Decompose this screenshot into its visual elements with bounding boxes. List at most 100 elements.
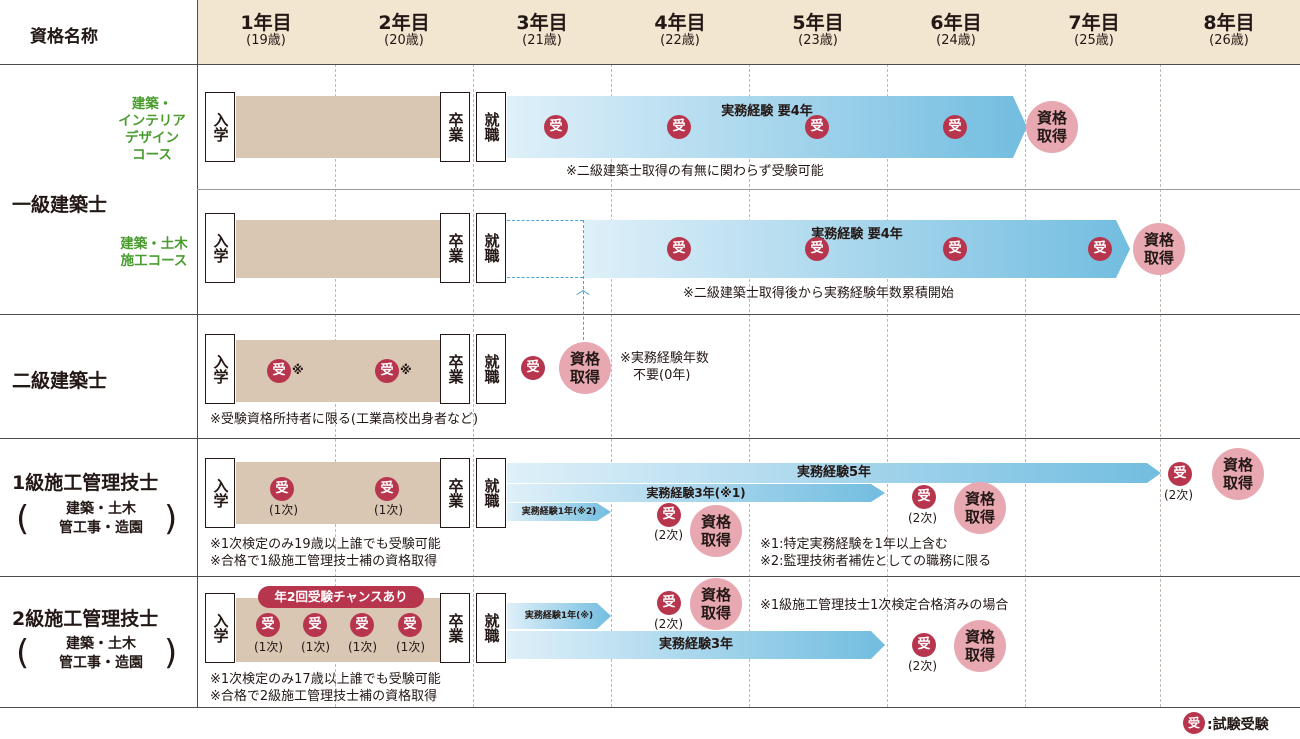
experience-arrow: 実務経験 要4年: [507, 96, 1027, 158]
graduate-box: 卒業: [440, 458, 470, 528]
exam-mark: 受: [657, 591, 681, 615]
row-divider: [0, 438, 1300, 439]
year-header-5: 5年目(23歳): [792, 12, 844, 48]
exam-mark: 受: [1168, 462, 1192, 486]
stage-label: (2次): [908, 511, 937, 525]
employ-box: 就職: [476, 213, 506, 283]
row-divider: [0, 707, 1300, 708]
exam-mark: 受: [398, 613, 422, 637]
stage-label: (1次): [374, 503, 403, 517]
note: ※受験資格所持者に限る(工業高校出身者など): [210, 412, 479, 427]
legend-exam-mark: 受: [1183, 712, 1205, 734]
header-band: [197, 0, 1300, 64]
row-divider: [0, 64, 1300, 65]
row-divider: [0, 576, 1300, 577]
legend-text: :試験受験: [1207, 717, 1269, 733]
experience-arrow: 実務経験1年(※): [507, 603, 611, 629]
exam-mark: 受: [943, 237, 967, 261]
section-title-ikkyu: 一級建築士: [12, 194, 108, 216]
exam-mark: 受: [667, 237, 691, 261]
exam-mark: 受: [657, 503, 681, 527]
section-title-sekou2: 2級施工管理技士: [12, 608, 159, 630]
sub-row-divider: [197, 189, 1300, 190]
dashed-connector: [507, 220, 583, 278]
experience-arrow: 実務経験5年: [507, 463, 1161, 483]
year-header-2: 2年目(20歳): [378, 12, 430, 48]
note: ※実務経験年数 不要(0年): [620, 351, 709, 383]
note: ※1:特定実務経験を1年以上含む ※2:監理技術者補佐としての職務に限る: [760, 537, 992, 569]
exam-mark: 受: [805, 115, 829, 139]
exam-mark: 受: [1088, 237, 1112, 261]
enter-box: 入学: [205, 593, 235, 663]
paren-close: ): [164, 499, 178, 539]
year-gridline: [1160, 64, 1161, 707]
section-title-sekou1: 1級施工管理技士: [12, 472, 159, 494]
note: ※二級建築士取得後から実務経験年数累積開始: [683, 286, 954, 301]
note: ※1次検定のみ17歳以上誰でも受験可能 ※合格で2級施工管理技士補の資格取得: [210, 672, 441, 704]
exam-mark: 受: [667, 115, 691, 139]
section-subtitle: 建築・土木 管工事・造園: [59, 636, 143, 671]
experience-label: 実務経験 要4年: [721, 104, 813, 119]
school-period-bar: [236, 220, 440, 278]
course-label-design: 建築・ インテリア デザイン コース: [118, 96, 186, 163]
stage-label: (2次): [654, 528, 683, 542]
exam-mark: 受: [912, 633, 936, 657]
exam-mark: 受: [303, 613, 327, 637]
section-title-nikyu: 二級建築士: [12, 370, 108, 392]
qualification-header: 資格名称: [30, 27, 98, 47]
year-gridline: [887, 64, 888, 707]
experience-arrow: 実務経験 要4年: [584, 220, 1130, 278]
license-badge: 資格 取得: [690, 578, 742, 630]
paren-open: (: [16, 633, 30, 673]
enter-box: 入学: [205, 213, 235, 283]
graduate-box: 卒業: [440, 593, 470, 663]
experience-arrow: 実務経験1年(※2): [507, 503, 611, 521]
stage-label: (1次): [301, 640, 330, 654]
experience-label: 実務経験 要4年: [811, 227, 903, 242]
license-badge: 資格 取得: [1212, 448, 1264, 500]
stage-label: (1次): [396, 640, 425, 654]
license-badge: 資格 取得: [559, 342, 611, 394]
stage-label: (1次): [254, 640, 283, 654]
enter-box: 入学: [205, 92, 235, 162]
paren-open: (: [16, 499, 30, 539]
school-period-bar: [236, 96, 440, 158]
year-gridline: [749, 64, 750, 707]
graduate-box: 卒業: [440, 92, 470, 162]
exam-mark: 受: [256, 613, 280, 637]
note: ※1次検定のみ19歳以上誰でも受験可能 ※合格で1級施工管理技士補の資格取得: [210, 537, 441, 569]
employ-box: 就職: [476, 92, 506, 162]
year-header-6: 6年目(24歳): [930, 12, 982, 48]
enter-box: 入学: [205, 458, 235, 528]
exam-mark: 受: [521, 356, 545, 380]
year-gridline: [611, 64, 612, 707]
year-header-7: 7年目(25歳): [1068, 12, 1120, 48]
year-header-3: 3年目(21歳): [516, 12, 568, 48]
note: ※1級施工管理技士1次検定合格済みの場合: [760, 598, 1009, 613]
license-badge: 資格 取得: [1133, 223, 1185, 275]
asterisk: ※: [400, 363, 412, 377]
experience-arrow: 実務経験3年: [507, 631, 885, 659]
experience-label: 実務経験1年(※): [524, 611, 594, 621]
exam-mark: 受: [943, 115, 967, 139]
exam-mark: 受: [350, 613, 374, 637]
exam-mark: 受: [270, 477, 294, 501]
employ-box: 就職: [476, 334, 506, 404]
year-header-1: 1年目(19歳): [240, 12, 292, 48]
year-gridline: [473, 64, 474, 707]
stage-label: (2次): [654, 617, 683, 631]
exam-mark: 受: [544, 115, 568, 139]
stage-label: (1次): [348, 640, 377, 654]
experience-label: 実務経験1年(※2): [521, 507, 597, 517]
stage-label: (2次): [908, 659, 937, 673]
employ-box: 就職: [476, 458, 506, 528]
stage-label: (1次): [269, 503, 298, 517]
exam-mark: 受: [805, 237, 829, 261]
experience-arrow: 実務経験3年(※1): [507, 484, 885, 502]
arrow-up-icon: ︿: [576, 282, 590, 298]
paren-close: ): [164, 633, 178, 673]
license-badge: 資格 取得: [690, 505, 742, 557]
experience-label: 実務経験5年: [796, 465, 872, 480]
graduate-box: 卒業: [440, 213, 470, 283]
license-badge: 資格 取得: [1026, 101, 1078, 153]
